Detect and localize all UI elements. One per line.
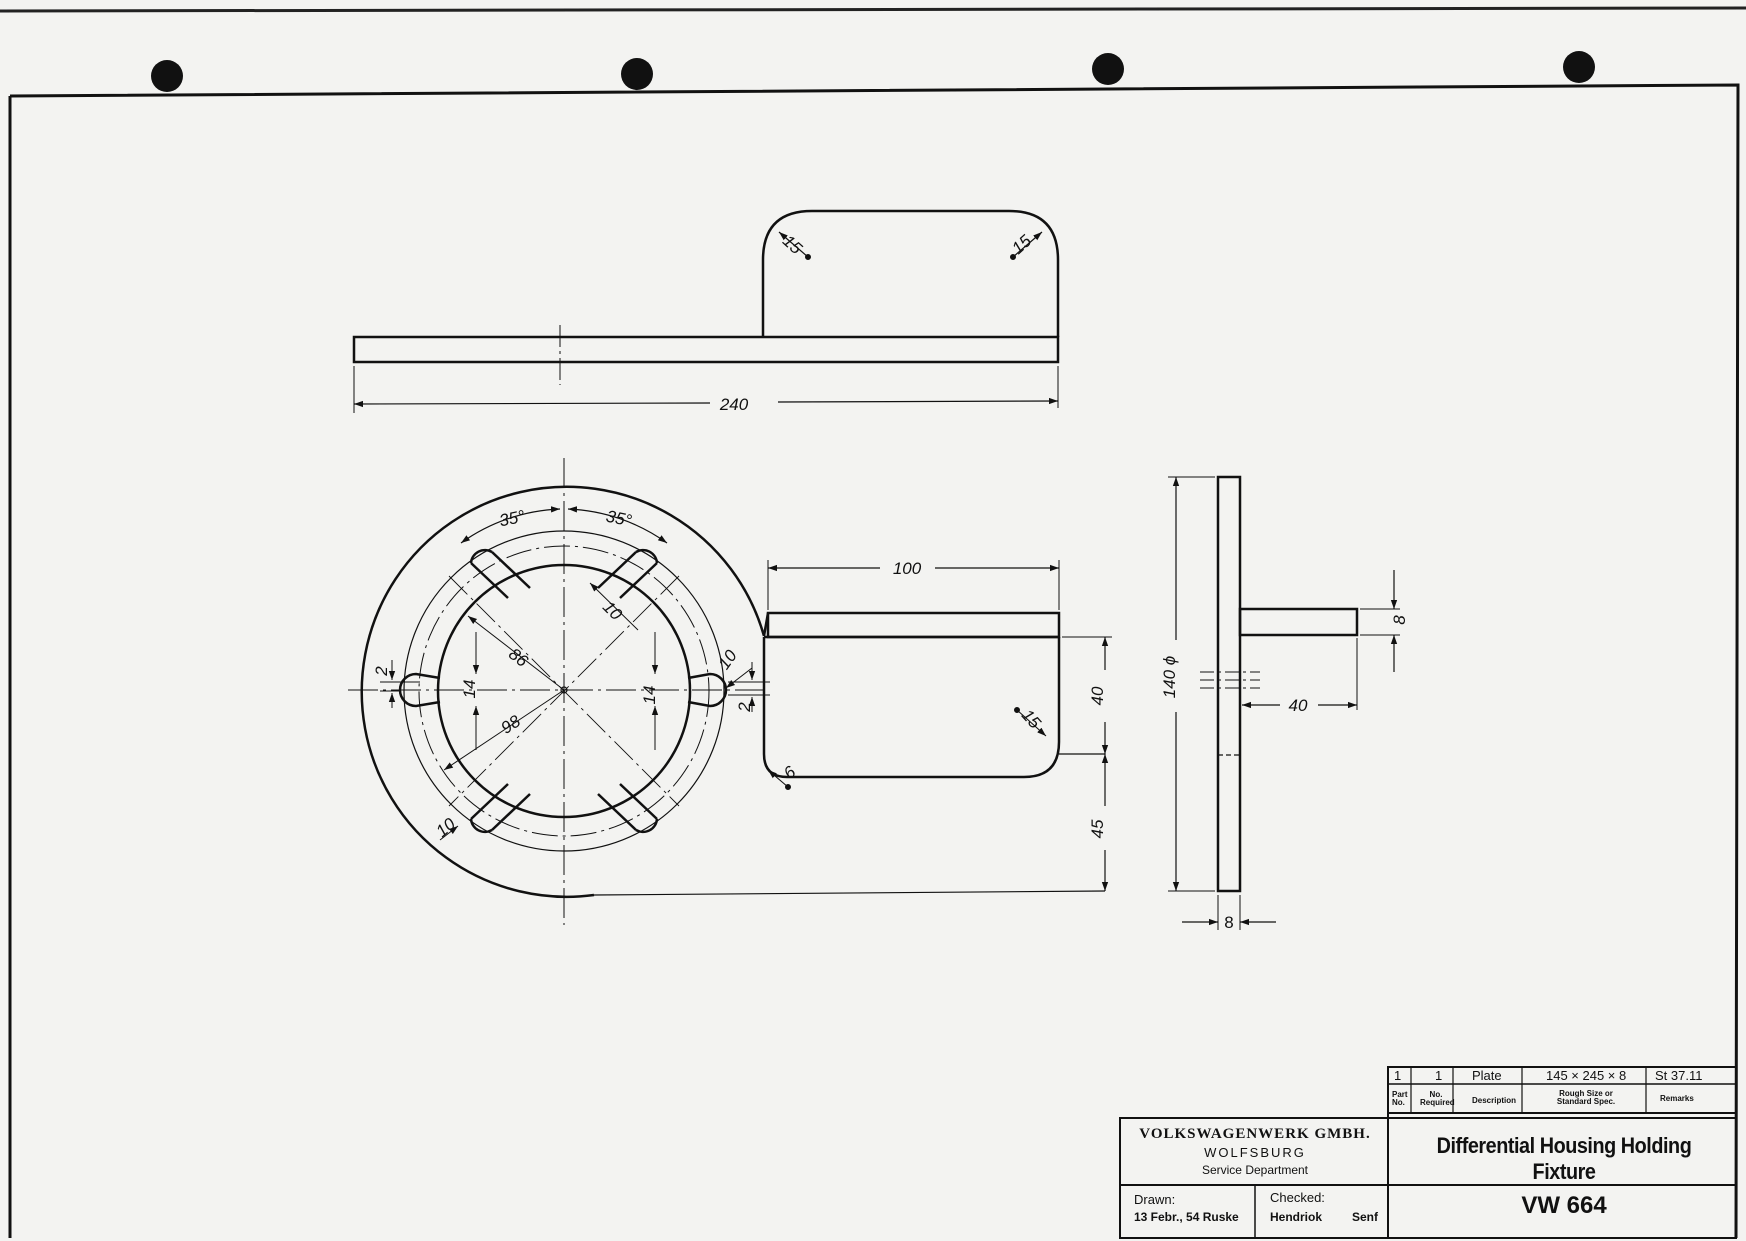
title-frame <box>1119 1117 1737 1239</box>
checked-by: Senf <box>1352 1210 1379 1224</box>
radius-leader <box>1012 231 1043 258</box>
dim-label-r6: 6 <box>780 762 800 783</box>
dim-label-r15-right: 15 <box>1008 231 1035 258</box>
dim-label-40-side: 40 <box>1289 696 1308 715</box>
parts-list-frame <box>1387 1066 1737 1114</box>
angle-arc-left <box>460 506 561 544</box>
leader-r6-neck <box>767 769 789 788</box>
centerline-diagonal <box>448 575 680 807</box>
radius-leader-dot <box>805 254 811 260</box>
checked-label: Checked: <box>1270 1190 1325 1205</box>
header-part-no-line2: No. <box>1392 1098 1405 1107</box>
header-rough-size-line2: Standard Spec. <box>1556 1097 1616 1106</box>
dim-label-slot-ul: 10 <box>599 597 626 624</box>
leader-r15-arm <box>1016 709 1047 737</box>
parts-list-rough-size: 145 × 245 × 8 <box>1546 1068 1627 1083</box>
outer-contour <box>360 485 1061 899</box>
dim-label-98: 98 <box>498 711 525 738</box>
dim-label-angle-right: 35° <box>604 507 633 531</box>
side-view-boss <box>1238 607 1359 637</box>
header-description: Description <box>1472 1096 1517 1105</box>
company-name: VOLKSWAGENWERK GMBH. <box>1139 1126 1371 1142</box>
checked-name: Hendriok <box>1270 1210 1323 1224</box>
parts-list-description: Plate <box>1472 1068 1502 1083</box>
slot-lower-left <box>469 783 531 834</box>
parts-list-part-no: 1 <box>1394 1068 1402 1083</box>
punch-hole <box>1563 51 1595 83</box>
header-rough-size: Rough Size or Standard Spec. <box>1540 1090 1632 1106</box>
leader-slot-ll <box>439 825 459 841</box>
company-department: Service Department <box>1201 1163 1309 1177</box>
dim-label-slot-ll: 10 <box>432 814 459 841</box>
top-view <box>352 209 1060 413</box>
dim-label-8-boss: 8 <box>1390 615 1409 625</box>
front-view <box>348 458 1112 925</box>
leader-slot-ul <box>589 582 639 631</box>
title-block-frame <box>1119 1066 1737 1239</box>
top-view-lug <box>761 209 1060 337</box>
punch-hole <box>1092 53 1124 85</box>
header-remarks: Remarks <box>1660 1094 1694 1103</box>
company-city: WOLFSBURG <box>1204 1145 1306 1160</box>
angle-arc-right <box>567 506 668 544</box>
parts-list-remarks: St 37.11 <box>1655 1068 1703 1083</box>
leader-dot <box>1014 707 1020 713</box>
slot-right <box>687 672 728 708</box>
sheet-top-edge <box>0 6 1746 13</box>
parts-list-qty: 1 <box>1435 1068 1443 1083</box>
radius-leader <box>778 231 809 258</box>
slot-lower-right <box>597 783 659 834</box>
dim-label-8-plate: 8 <box>1224 913 1233 932</box>
header-qty-line1: No. <box>1429 1090 1443 1099</box>
dim-label-2-right: 2 <box>735 702 754 713</box>
dim-label-r15-arm: 15 <box>1018 706 1045 733</box>
dim-line-240 <box>777 397 1059 405</box>
dim-label-240: 240 <box>719 395 749 414</box>
dim-line-240 <box>353 400 711 408</box>
leader-dot <box>785 784 791 790</box>
dim-line-98 <box>443 689 565 771</box>
top-view-plate <box>352 335 1060 364</box>
dim-label-14-left: 14 <box>460 680 479 699</box>
drawing-border <box>8 83 1740 1239</box>
drawn-value: 13 Febr., 54 Ruske <box>1134 1210 1239 1224</box>
leader-slot-right <box>725 667 753 689</box>
dim-label-86: 86 <box>505 644 532 671</box>
side-view <box>1168 475 1400 930</box>
header-qty-line2: Required <box>1420 1098 1455 1107</box>
dim-label-140-dia: 140 ϕ <box>1160 656 1179 699</box>
arm-lug-face <box>766 611 1061 639</box>
header-part-no-line1: Part <box>1392 1090 1408 1099</box>
dim-label-angle-left: 35° <box>498 506 527 530</box>
dim-label-14-right: 14 <box>640 686 659 705</box>
header-rough-size-line1: Rough Size or <box>1559 1089 1613 1098</box>
slot-upper-right <box>597 548 659 599</box>
drawn-label: Drawn: <box>1134 1192 1176 1207</box>
dim-label-100: 100 <box>893 559 922 578</box>
drawing-number: VW 664 <box>1521 1192 1607 1219</box>
dim-line-86 <box>467 615 565 691</box>
side-view-plate <box>1216 475 1242 893</box>
center-point <box>560 686 568 694</box>
bottom-edge <box>593 890 1106 896</box>
radius-leader-dot <box>1010 254 1016 260</box>
header-qty: No. Required <box>1420 1090 1455 1107</box>
dim-label-45: 45 <box>1088 819 1107 838</box>
drawing-title: Differential Housing Holding Fixture <box>1436 1133 1692 1184</box>
dim-label-40-front: 40 <box>1088 686 1107 705</box>
dim-label-2-left: 2 <box>372 666 391 677</box>
header-part-no: Part No. <box>1392 1091 1408 1107</box>
punch-hole <box>151 60 183 92</box>
neck-step <box>762 612 770 637</box>
slot-upper-left <box>469 548 531 599</box>
punch-hole <box>621 58 653 90</box>
